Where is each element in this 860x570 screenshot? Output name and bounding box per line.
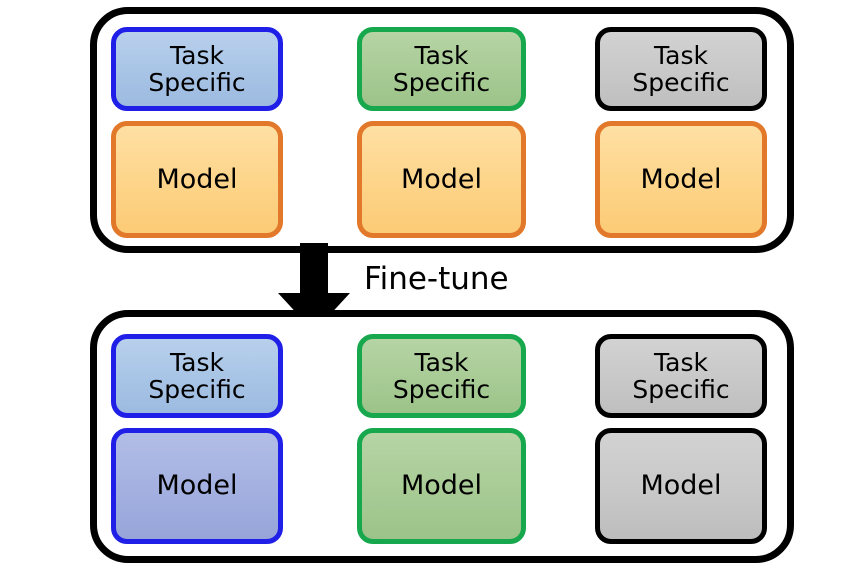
top-task-specific-label-gray: Task Specific	[632, 41, 730, 97]
top-model-box-gray[interactable]: Model	[595, 121, 767, 238]
bottom-task-specific-box-gray[interactable]: Task Specific	[595, 334, 767, 418]
top-model-label-gray: Model	[640, 163, 722, 195]
top-model-box-green[interactable]: Model	[357, 121, 526, 238]
bottom-task-specific-box-green[interactable]: Task Specific	[357, 334, 526, 418]
bottom-model-box-gray[interactable]: Model	[595, 428, 767, 544]
bottom-model-label-blue: Model	[156, 470, 238, 502]
top-task-specific-box-gray[interactable]: Task Specific	[595, 27, 767, 111]
bottom-task-specific-label-blue: Task Specific	[148, 348, 246, 404]
top-task-specific-box-blue[interactable]: Task Specific	[111, 27, 283, 111]
top-model-label-green: Model	[400, 163, 483, 195]
down-block-arrow-icon	[275, 243, 353, 333]
bottom-model-label-green: Model	[400, 470, 483, 502]
bottom-model-label-gray: Model	[640, 470, 722, 502]
top-task-specific-label-green: Task Specific	[392, 41, 491, 97]
bottom-model-box-green[interactable]: Model	[357, 428, 526, 544]
bottom-task-specific-label-gray: Task Specific	[632, 348, 730, 404]
top-model-label-blue: Model	[156, 163, 238, 195]
top-task-specific-box-green[interactable]: Task Specific	[357, 27, 526, 111]
fine-tune-caption: Fine-tune	[364, 261, 509, 297]
bottom-model-box-blue[interactable]: Model	[111, 428, 283, 544]
bottom-task-specific-label-green: Task Specific	[392, 348, 491, 404]
bottom-task-specific-box-blue[interactable]: Task Specific	[111, 334, 283, 418]
top-task-specific-label-blue: Task Specific	[148, 41, 246, 97]
top-model-box-blue[interactable]: Model	[111, 121, 283, 238]
